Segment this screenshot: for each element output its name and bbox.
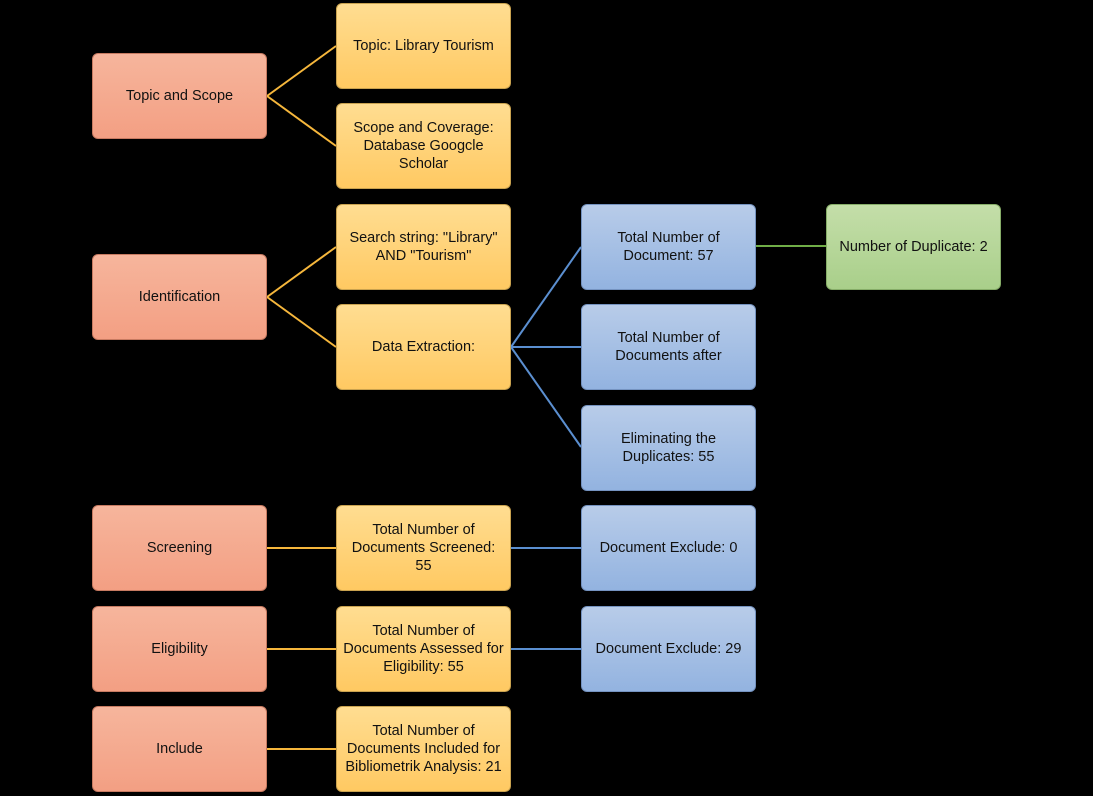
stage-eligibility: Eligibility <box>92 606 267 692</box>
connector-topic-to-scope-detail <box>266 95 337 147</box>
connector-identification-to-search <box>266 246 337 298</box>
detail-documents-screened: Total Number of Documents Screened: 55 <box>336 505 511 591</box>
connector-extraction-to-total <box>510 246 582 348</box>
connector-topic-to-topic-detail <box>266 45 337 97</box>
result-screening-exclude: Document Exclude: 0 <box>581 505 756 591</box>
stage-screening: Screening <box>92 505 267 591</box>
detail-documents-assessed: Total Number of Documents Assessed for E… <box>336 606 511 692</box>
result-total-documents: Total Number of Document: 57 <box>581 204 756 290</box>
result-eliminating-duplicates: Eliminating the Duplicates: 55 <box>581 405 756 491</box>
detail-data-extraction: Data Extraction: <box>336 304 511 390</box>
detail-topic: Topic: Library Tourism <box>336 3 511 89</box>
result-documents-after: Total Number of Documents after <box>581 304 756 390</box>
detail-search-string: Search string: "Library" AND "Tourism" <box>336 204 511 290</box>
result-number-of-duplicates: Number of Duplicate: 2 <box>826 204 1001 290</box>
detail-documents-included: Total Number of Documents Included for B… <box>336 706 511 792</box>
connector-identification-to-extraction <box>266 296 337 348</box>
stage-topic-and-scope: Topic and Scope <box>92 53 267 139</box>
stage-identification: Identification <box>92 254 267 340</box>
result-eligibility-exclude: Document Exclude: 29 <box>581 606 756 692</box>
detail-scope-coverage: Scope and Coverage: Database Googcle Sch… <box>336 103 511 189</box>
stage-include: Include <box>92 706 267 792</box>
connector-extraction-to-eliminating <box>510 346 582 448</box>
